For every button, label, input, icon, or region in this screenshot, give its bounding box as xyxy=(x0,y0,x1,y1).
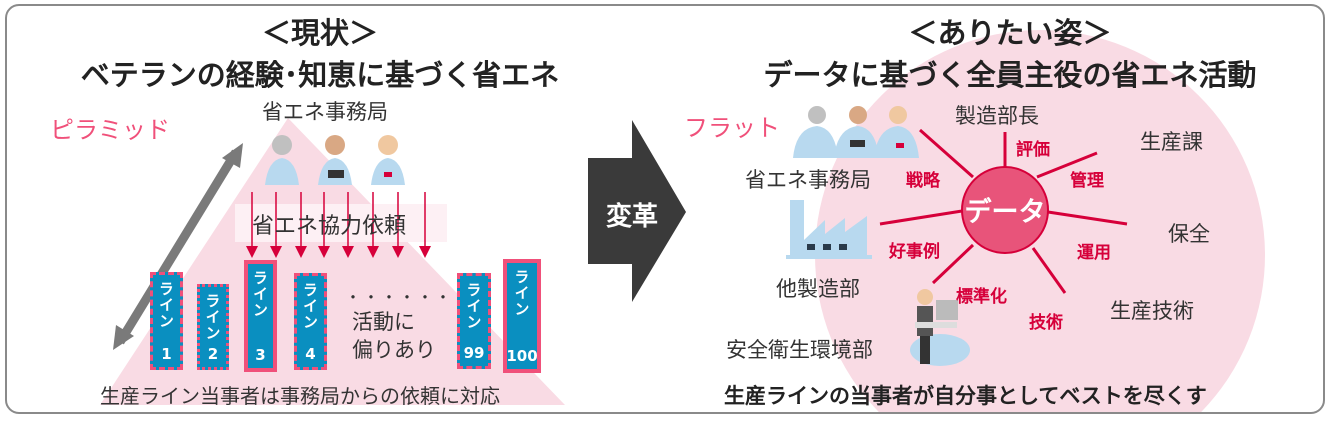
request-arrows xyxy=(246,192,431,258)
node-safety: 安全衛生環境部 xyxy=(726,338,873,362)
request-box xyxy=(235,204,447,242)
link-evaluation: 評価 xyxy=(1016,140,1050,160)
ellipsis: ・・・・・・ xyxy=(345,288,454,307)
note-line-2: 偏りあり xyxy=(352,338,436,362)
note-line-1: 活動に xyxy=(352,310,415,334)
hierarchy-double-arrow-icon xyxy=(113,143,243,350)
node-production: 生産課 xyxy=(1140,130,1203,154)
pyramid-label: ピラミッド xyxy=(50,116,170,144)
link-management: 管理 xyxy=(1070,171,1104,191)
transform-arrow xyxy=(588,120,686,302)
node-maintenance: 保全 xyxy=(1168,222,1210,246)
office-people-icon xyxy=(265,135,405,185)
node-office: 省エネ事務局 xyxy=(745,168,871,192)
worker-at-computer-icon xyxy=(910,289,970,366)
connection-lines xyxy=(879,128,1128,294)
link-good-practice: 好事例 xyxy=(889,242,940,262)
office-people-icon-right xyxy=(793,106,919,158)
ideal-state-subtitle: データに基づく全員主役の省エネ活動 xyxy=(763,58,1257,92)
link-technology: 技術 xyxy=(1029,313,1063,333)
link-operation: 運用 xyxy=(1077,243,1111,263)
data-circle xyxy=(961,166,1049,254)
link-strategy: 戦略 xyxy=(906,171,940,191)
node-manager: 製造部長 xyxy=(955,104,1039,128)
current-state-subtitle: ベテランの経験･知恵に基づく省エネ xyxy=(80,58,560,92)
transform-label: 変革 xyxy=(605,202,658,232)
node-other: 他製造部 xyxy=(776,277,860,301)
ideal-state-footer: 生産ラインの当事者が自分事としてベストを尽くす xyxy=(724,384,1207,408)
flat-label: フラット xyxy=(684,114,780,142)
current-state-title: ＜現状＞ xyxy=(261,16,378,50)
data-label: データ xyxy=(964,197,1046,228)
node-engineering: 生産技術 xyxy=(1110,299,1194,323)
office-label: 省エネ事務局 xyxy=(262,100,388,124)
factory-icon xyxy=(786,200,872,259)
request-label: 省エネ協力依頼 xyxy=(252,214,407,239)
link-standardization: 標準化 xyxy=(956,287,1007,307)
diagram-frame xyxy=(5,4,1325,414)
current-state-footer: 生産ライン当事者は事務局からの依頼に対応 xyxy=(100,384,500,408)
ideal-state-title: ＜ありたい姿＞ xyxy=(908,16,1112,50)
